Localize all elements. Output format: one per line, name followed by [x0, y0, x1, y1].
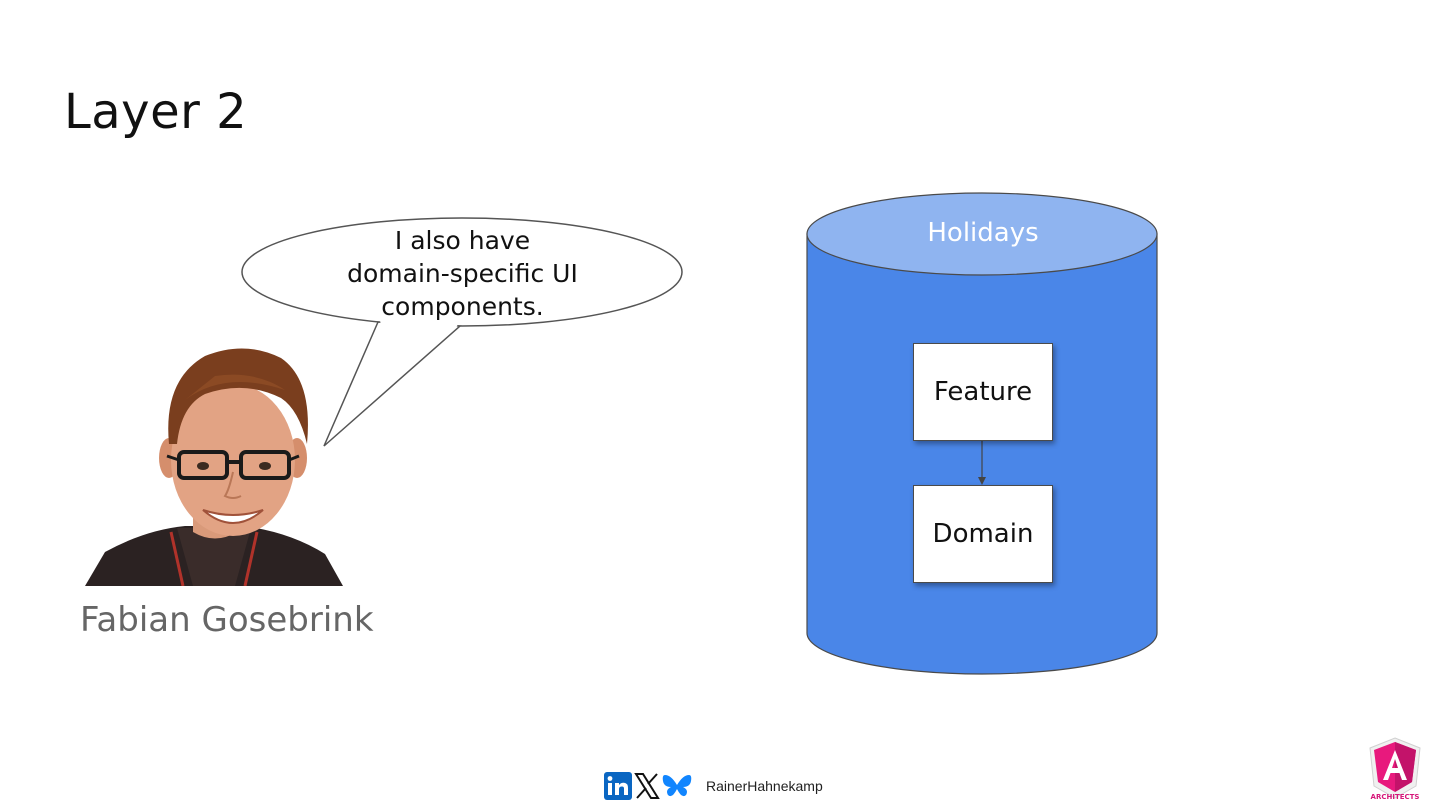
database-label: Holidays	[927, 218, 1039, 248]
x-icon[interactable]	[634, 772, 660, 800]
domain-box: Domain	[913, 485, 1053, 583]
person-photo-icon	[85, 348, 343, 586]
bluesky-icon[interactable]	[662, 772, 692, 800]
linkedin-icon[interactable]	[604, 772, 632, 800]
footer-handle: RainerHahnekamp	[706, 778, 823, 794]
speech-line: components.	[381, 292, 544, 321]
speech-line: I also have	[394, 226, 531, 255]
speech-bubble	[241, 217, 683, 447]
speech-bubble-text: I also have domain-specific UI component…	[320, 224, 605, 323]
feature-box-label: Feature	[933, 377, 1033, 407]
domain-box-label: Domain	[932, 519, 1034, 549]
logo-text: ARCHITECTS	[1370, 793, 1420, 801]
slide-title: Layer 2	[64, 84, 248, 140]
footer-social: RainerHahnekamp	[604, 770, 823, 802]
speaker-name: Fabian Gosebrink	[80, 600, 374, 640]
angular-architects-logo-icon	[1369, 737, 1421, 799]
feature-box: Feature	[913, 343, 1053, 441]
speech-line: domain-specific UI	[347, 259, 578, 288]
dependency-arrow	[978, 440, 986, 485]
